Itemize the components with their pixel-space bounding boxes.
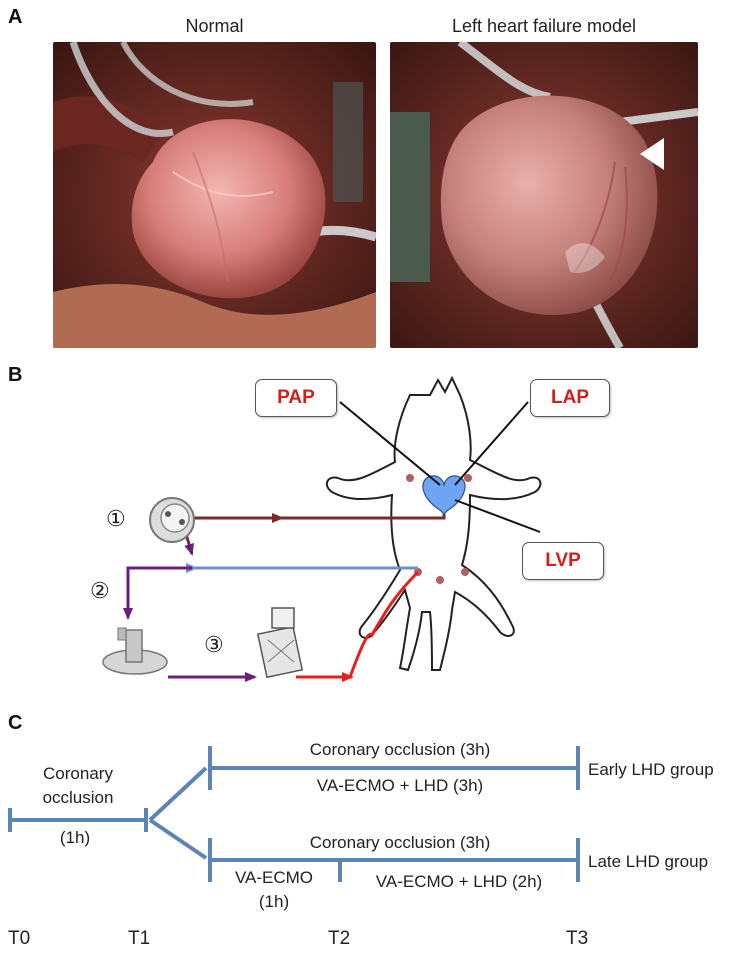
time-point-t1: T1: [128, 928, 151, 949]
initial-occlusion-duration: (1h): [59, 828, 91, 847]
centrifuge-device-icon: [149, 497, 195, 543]
normal-heart-photo: [53, 42, 376, 348]
panel-a-letter: A: [8, 6, 23, 28]
early-occlusion-label: Coronary occlusion (3h): [309, 740, 491, 759]
early-ecmo-label: VA-ECMO + LHD (3h): [316, 776, 484, 795]
time-point-t3: T3: [566, 928, 589, 949]
late-ecmo-only-label: VA-ECMO: [234, 868, 314, 887]
late-ecmo-only-duration: (1h): [258, 892, 290, 911]
lap-label: LAP: [530, 379, 610, 417]
panel-b-letter: B: [8, 364, 23, 386]
initial-occlusion-line1: Coronary: [43, 764, 113, 783]
failure-heart-photo: [390, 42, 698, 348]
late-group-label: Late LHD group: [588, 852, 709, 871]
initial-occlusion-line2: occlusion: [42, 788, 114, 807]
late-occlusion-label: Coronary occlusion (3h): [309, 833, 491, 852]
step-3-marker: ③: [204, 632, 224, 657]
animal-outline: [325, 375, 542, 672]
time-point-t0: T0: [8, 928, 31, 949]
late-ecmo-lhd-label: VA-ECMO + LHD (2h): [375, 872, 543, 891]
reservoir-device-icon: [102, 627, 168, 675]
ecmo-circuit-diagram: [102, 375, 542, 682]
panel-c-letter: C: [8, 712, 23, 734]
heart-icon: [422, 475, 466, 515]
step-2-marker: ②: [90, 578, 110, 603]
failure-photo-title: Left heart failure model: [451, 16, 637, 36]
oxygenator-device-icon: [256, 607, 304, 679]
step-1-marker: ①: [106, 506, 126, 531]
pap-label: PAP: [255, 379, 337, 417]
arrowhead-marker: [640, 138, 664, 170]
lvp-label: LVP: [522, 542, 604, 580]
protocol-timeline: [8, 746, 580, 882]
time-point-t2: T2: [328, 928, 351, 949]
early-group-label: Early LHD group: [588, 760, 714, 779]
normal-photo-title: Normal: [185, 16, 244, 36]
